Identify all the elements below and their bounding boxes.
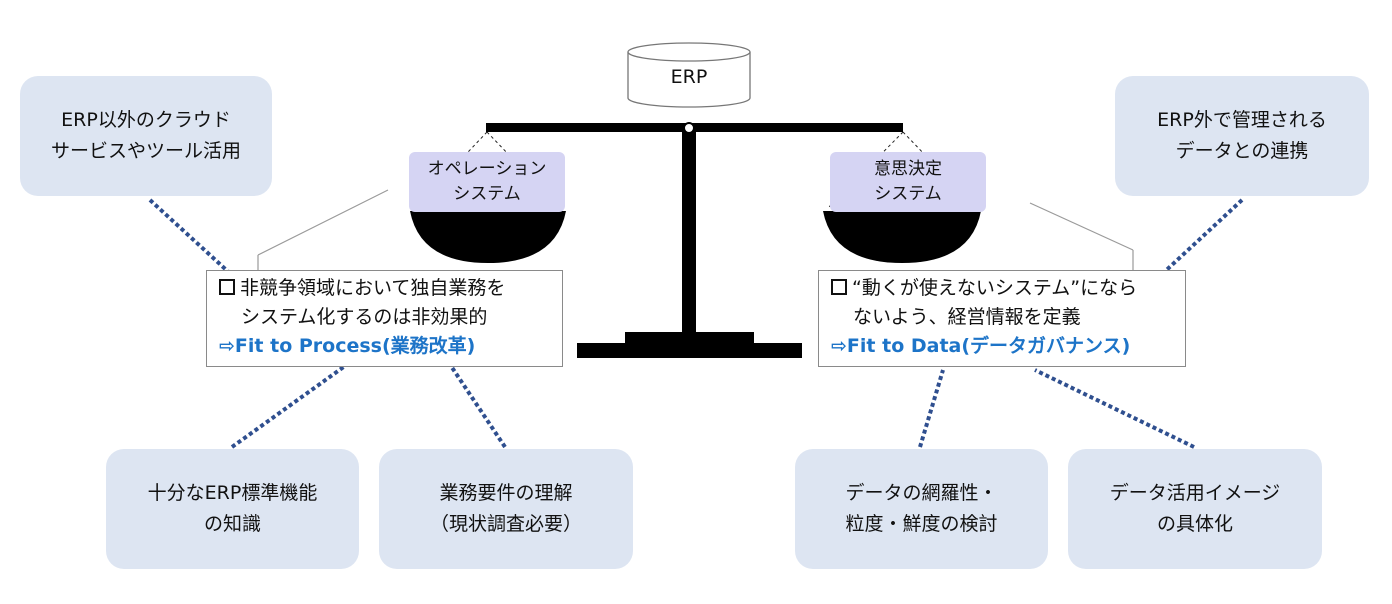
bubble-erp-standard-knowledge: 十分なERP標準機能の知識 [106, 449, 359, 569]
note-right-line2: ないよう、経営情報を定義 [853, 306, 1081, 328]
note-left-line1: 非競争領域において独自業務を [219, 274, 562, 303]
tag-operation-line1: オペレーション [427, 159, 547, 179]
checkbox-square-icon [219, 279, 235, 295]
tag-decision-line1: 意思決定 [874, 159, 942, 179]
note-left-fit: ⇨Fit to Process(業務改革) [219, 335, 476, 357]
connector-top-left [148, 198, 236, 279]
checkbox-square-icon [831, 279, 847, 295]
note-right-line1: “動くが使えないシステム”になら [831, 274, 1185, 303]
note-left-line2: システム化するのは非効果的 [241, 306, 488, 328]
connector-top-right [1158, 198, 1244, 278]
scale-post [682, 128, 696, 338]
tag-decision-line2: システム [874, 184, 942, 204]
right-pan-leader-line [1029, 202, 1134, 251]
note-right-fit: ⇨Fit to Data(データガバナンス) [831, 335, 1131, 357]
bubble-business-requirements: 業務要件の理解（現状調査必要） [379, 449, 633, 569]
connector-bottom-2 [449, 364, 507, 449]
bubble-data-coverage: データの網羅性・粒度・鮮度の検討 [795, 449, 1048, 569]
connector-bottom-3 [918, 369, 945, 448]
bubble-data-utilization: データ活用イメージの具体化 [1068, 449, 1322, 569]
note-fit-to-process: 非競争領域において独自業務を システム化するのは非効果的 ⇨Fit to Pro… [206, 270, 563, 367]
connector-bottom-1 [230, 364, 347, 449]
connector-bottom-4 [1034, 368, 1195, 449]
tag-operation-system: オペレーション システム [409, 152, 565, 212]
left-pan-leader-line [257, 189, 389, 256]
left-scale-pan [410, 211, 566, 263]
bubble-external-data: ERP外で管理されるデータとの連携 [1115, 76, 1369, 196]
scale-base-bottom [577, 343, 802, 358]
dotted-connectors [148, 198, 1244, 449]
note-fit-to-data: “動くが使えないシステム”になら ないよう、経営情報を定義 ⇨Fit to Da… [818, 270, 1186, 367]
scale-pivot [683, 122, 695, 134]
right-scale-pan [823, 211, 981, 263]
tag-decision-system: 意思決定 システム [830, 152, 986, 212]
erp-label: ERP [670, 66, 708, 88]
bubble-cloud-services: ERP以外のクラウドサービスやツール活用 [20, 76, 272, 196]
tag-operation-line2: システム [453, 184, 521, 204]
scale-base-top [625, 332, 754, 345]
erp-database-icon [627, 42, 751, 108]
